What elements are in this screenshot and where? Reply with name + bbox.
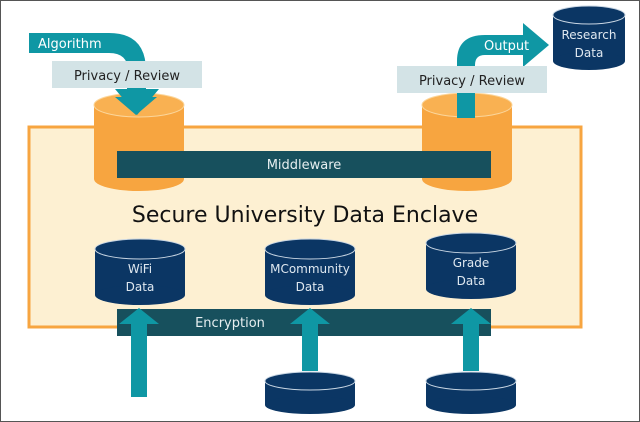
wifi-data-label-2: Data [126, 280, 155, 294]
mcommunity-data-label-2: Data [296, 280, 325, 294]
algorithm-arrow-head [115, 88, 157, 115]
research-data-label-2: Data [575, 46, 604, 60]
mcommunity-inflow-arrow [290, 308, 330, 371]
wifi-inflow-arrow [119, 308, 159, 397]
algorithm-arrow [29, 33, 159, 115]
mcommunity-source-cylinder [264, 371, 356, 414]
grade-data-cylinder [425, 232, 517, 299]
output-label: Output [484, 39, 529, 54]
grade-inflow-arrow [451, 308, 491, 371]
privacy-review-out-label: Privacy / Review [419, 74, 525, 89]
middleware-label: Middleware [267, 158, 342, 173]
output-arrow [457, 23, 549, 118]
research-data-cylinder [552, 5, 626, 70]
privacy-review-in-label: Privacy / Review [74, 69, 180, 84]
wifi-data-label-1: WiFi [128, 262, 152, 276]
grade-source-cylinder [425, 371, 517, 414]
grade-data-label-2: Data [457, 274, 486, 288]
middleware-bar [117, 151, 491, 178]
privacy-review-out-box [397, 66, 547, 93]
mcommunity-data-cylinder [264, 238, 356, 305]
algorithm-label: Algorithm [38, 37, 102, 52]
mcommunity-data-label-1: MCommunity [270, 262, 350, 276]
enclave-title: Secure University Data Enclave [132, 203, 478, 228]
privacy-review-in-box [52, 61, 202, 88]
grade-data-label-1: Grade [453, 256, 490, 270]
wifi-data-cylinder [94, 238, 186, 305]
encryption-label: Encryption [195, 316, 265, 331]
research-data-label-1: Research [561, 28, 616, 42]
